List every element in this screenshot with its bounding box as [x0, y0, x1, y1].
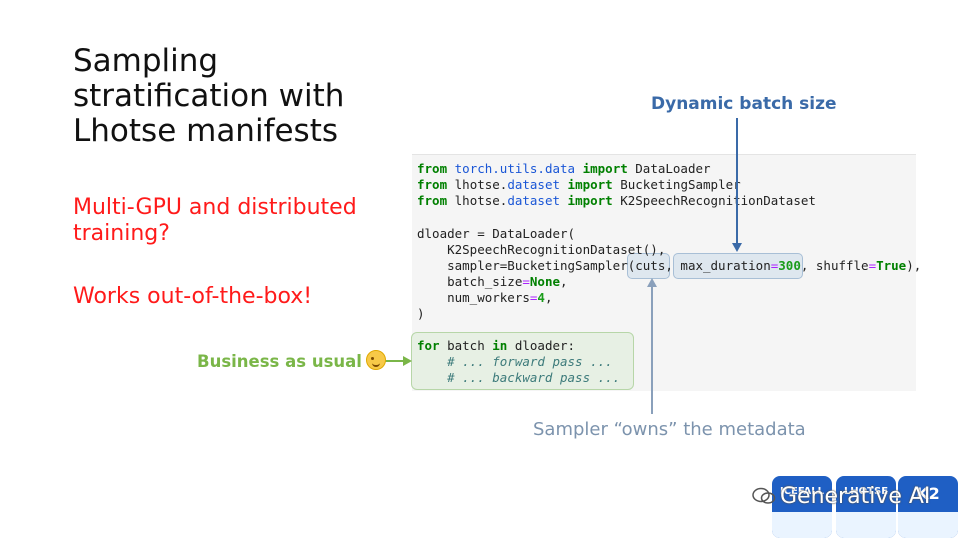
bullet-out-of-box: Works out-of-the-box!	[73, 284, 313, 309]
winking-face-emoji-icon	[365, 350, 386, 370]
code-block	[412, 154, 916, 391]
slide-title: Sampling stratification with Lhotse mani…	[73, 44, 393, 149]
code-line: sampler=BucketingSampler(cuts, max_durat…	[417, 258, 922, 273]
code-line: num_workers=4,	[417, 290, 553, 305]
code-comment: # ... forward pass ...	[417, 354, 613, 369]
arrow-sampler-owns	[647, 278, 657, 414]
k2-logo: K2	[898, 476, 958, 538]
wechat-icon	[752, 487, 776, 504]
code-line: batch_size=None,	[417, 274, 568, 289]
bullet-line: Multi-GPU and distributed	[73, 195, 357, 220]
label-sampler-owns: Sampler “owns” the metadata	[533, 419, 806, 440]
title-line: Lhotse manifests	[73, 113, 339, 149]
code-line: from lhotse.dataset import K2SpeechRecog…	[417, 193, 816, 208]
code-line: dloader = DataLoader(	[417, 226, 576, 241]
code-line: for batch in dloader:	[417, 338, 576, 353]
title-line: Sampling	[73, 43, 219, 79]
label-business: Business as usual	[197, 350, 386, 371]
code-line: from lhotse.dataset import BucketingSamp…	[417, 177, 741, 192]
bullet-multi-gpu: Multi-GPU and distributed training?	[73, 195, 357, 247]
title-line: stratification with	[73, 78, 345, 114]
code-line: from torch.utils.data import DataLoader	[417, 161, 711, 176]
cuts-highlight	[627, 253, 670, 279]
lhotse-logo: LHOTSE	[836, 476, 896, 538]
code-line: )	[417, 306, 425, 321]
logo-strip: ICEFALL LHOTSE K2	[740, 474, 960, 540]
loop-highlight	[411, 332, 634, 390]
code-comment: # ... backward pass ...	[417, 370, 621, 385]
code-line: K2SpeechRecognitionDataset(),	[417, 242, 666, 257]
label-dynamic-batch: Dynamic batch size	[651, 94, 837, 114]
icefall-logo: ICEFALL	[772, 476, 832, 538]
bullet-line: training?	[73, 221, 170, 246]
arrow-dynamic-batch	[732, 118, 742, 252]
max-duration-highlight	[673, 253, 803, 279]
watermark: Generative AI	[752, 484, 930, 509]
